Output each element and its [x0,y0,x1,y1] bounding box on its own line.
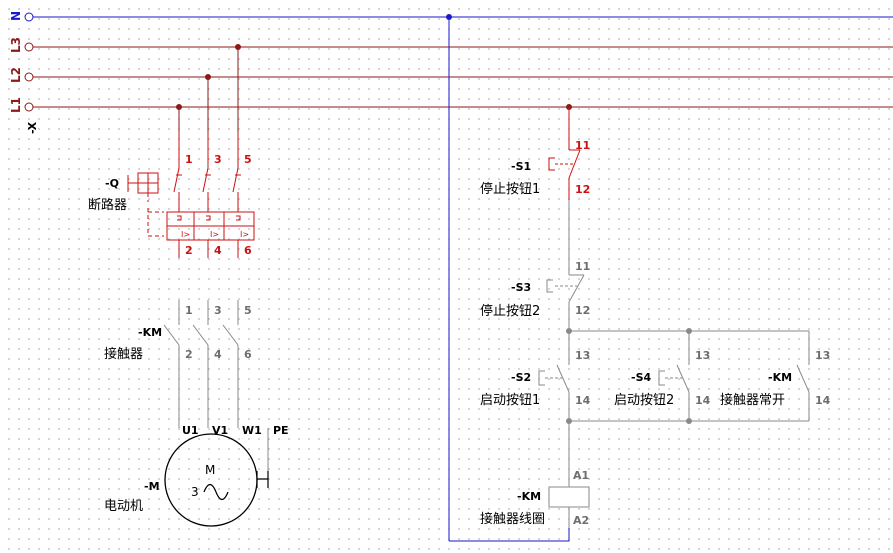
s4-name: 启动按钮2 [614,393,674,408]
rail-n[interactable] [24,12,893,22]
s4-term-bot: 14 [695,394,711,407]
contactor-term-bottom: 6 [244,348,252,361]
stop-button-s1[interactable] [548,107,581,200]
s3-term-bot: 12 [575,304,590,317]
rail-label-l3: L3 [9,37,23,53]
motor-tag: -M [144,480,160,493]
rail-label-prefix: -X [26,121,39,134]
rail-label-l1: L1 [9,97,23,113]
breaker-glyph: I> [181,230,190,239]
km-no-term-top: 13 [815,349,830,362]
s3-name: 停止按钮2 [480,303,540,319]
s2-tag: -S2 [511,371,531,384]
s3-tag: -S3 [511,281,531,294]
s1-term-top: 11 [575,139,590,152]
breaker-term-bottom: 2 [185,244,193,257]
power-drops [178,47,239,132]
km-no-term-bot: 14 [815,394,831,407]
breaker-glyph: I> [210,230,219,239]
motor-phases: 3 [191,485,199,499]
s1-term-bot: 12 [575,183,590,196]
neutral-return-wire [449,528,570,542]
coil-term-a2: A2 [573,514,589,527]
s4-term-top: 13 [695,349,710,362]
contactor-term-top: 1 [185,304,193,317]
motor-term: W1 [242,424,262,437]
rail-l1[interactable] [24,102,893,112]
km-no-tag: -KM [768,371,792,384]
breaker-glyph: I> [240,230,249,239]
contactor-term-bottom: 2 [185,348,193,361]
breaker-tag: -Q [105,177,119,190]
coil-name: 接触器线圈 [480,511,545,527]
s4-tag: -S4 [631,371,651,384]
s1-name: 停止按钮1 [480,181,540,197]
km-no-name: 接触器常开 [720,392,785,408]
breaker-term-bottom: 4 [214,244,222,257]
s2-term-top: 13 [575,349,590,362]
s2-name: 启动按钮1 [480,393,540,408]
contactor-name: 接触器 [104,346,143,362]
contactor-term-bottom: 4 [214,348,222,361]
coil-tag: -KM [517,490,541,503]
stop-button-s3[interactable] [546,200,585,331]
breaker-term-top: 5 [244,153,252,166]
motor-m[interactable] [164,433,269,527]
motor-term: PE [273,424,289,437]
contactor-tag: -KM [138,326,162,339]
s3-term-top: 11 [575,260,590,273]
motor-symbol: M [205,463,215,477]
s2-term-bot: 14 [575,394,591,407]
breaker-name: 断路器 [88,197,127,213]
contactor-coil[interactable] [548,421,590,528]
start-button-s2[interactable] [538,331,570,421]
start-button-s4[interactable] [658,331,690,421]
motor-name: 电动机 [104,499,143,514]
s1-tag: -S1 [511,160,531,173]
rail-l2[interactable] [24,72,893,82]
breaker-q[interactable]: I> I> I> [127,132,255,258]
rail-label-n: N [9,11,23,21]
breaker-term-top: 3 [214,153,222,166]
coil-term-a1: A1 [573,469,589,482]
breaker-term-bottom: 6 [244,244,252,257]
contactor-aux-no[interactable] [796,331,810,421]
rail-l3[interactable] [24,42,893,52]
contactor-term-top: 3 [214,304,222,317]
motor-term: U1 [182,424,199,437]
motor-term: V1 [212,424,228,437]
contactor-term-top: 5 [244,304,252,317]
rail-label-l2: L2 [9,67,23,83]
breaker-term-top: 1 [185,153,193,166]
